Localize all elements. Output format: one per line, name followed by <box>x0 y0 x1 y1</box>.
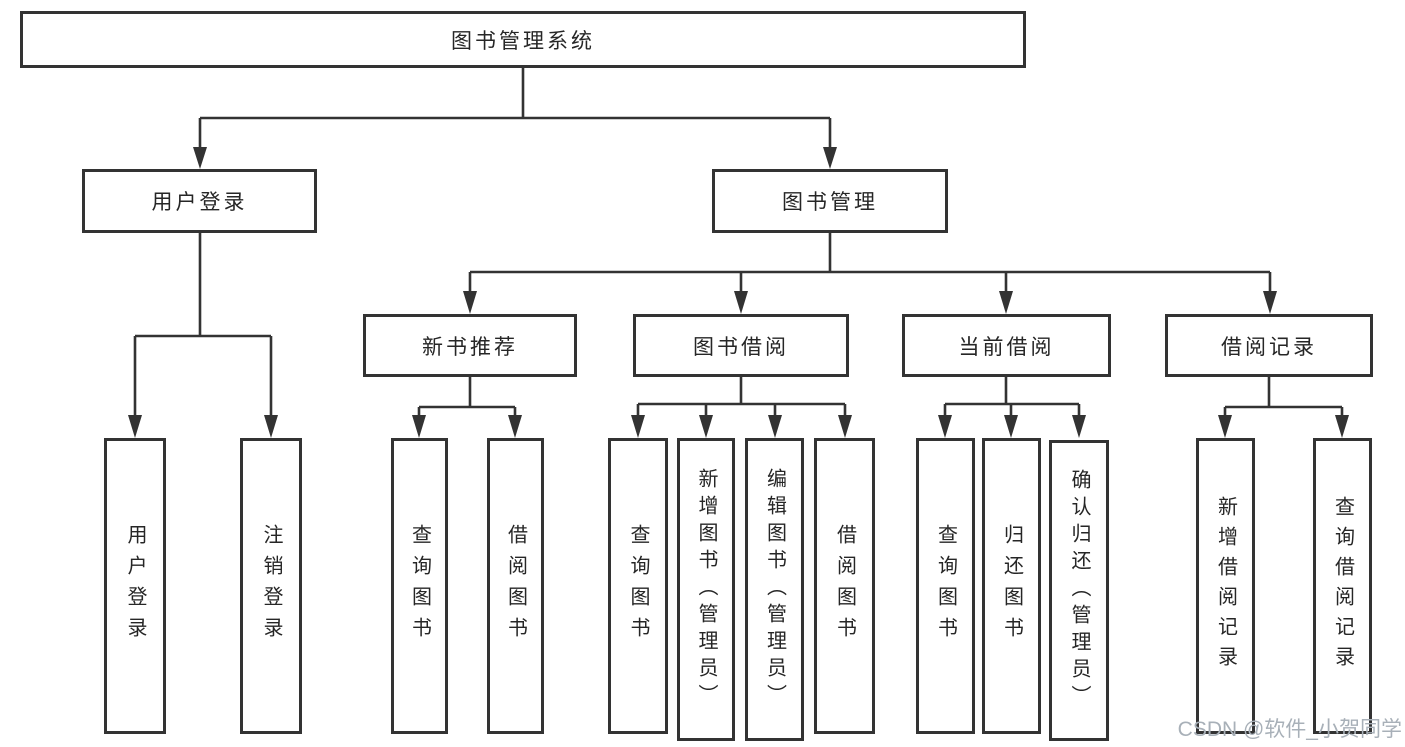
leaf-label: 借阅图书 <box>504 524 527 648</box>
leaf-label: 新增图书（管理员） <box>695 468 717 711</box>
node-label: 图书管理系统 <box>451 29 595 53</box>
node-user-login: 用户登录 <box>82 169 317 233</box>
leaf-query-borrow-record: 查询借阅记录 <box>1313 438 1372 734</box>
leaf-label: 注销登录 <box>260 524 282 648</box>
leaf-edit-books-admin: 编辑图书（管理员） <box>745 438 804 741</box>
node-new-book-recommendation: 新书推荐 <box>363 314 577 377</box>
leaf-logout: 注销登录 <box>240 438 302 734</box>
leaf-return-books: 归还图书 <box>982 438 1041 734</box>
node-label: 新书推荐 <box>422 335 518 359</box>
leaf-confirm-return-admin: 确认归还（管理员） <box>1049 440 1109 741</box>
leaf-query-books-borrowing: 查询图书 <box>608 438 668 734</box>
leaf-user-login: 用户登录 <box>104 438 166 734</box>
leaf-label: 新增借阅记录 <box>1214 496 1237 676</box>
leaf-label: 确认归还（管理员） <box>1068 469 1090 712</box>
node-book-management: 图书管理 <box>712 169 948 233</box>
leaf-add-borrow-record: 新增借阅记录 <box>1196 438 1255 734</box>
node-label: 借阅记录 <box>1221 335 1317 359</box>
leaf-add-books-admin: 新增图书（管理员） <box>677 438 735 741</box>
node-label: 图书借阅 <box>693 335 789 359</box>
node-borrowing-records: 借阅记录 <box>1165 314 1373 377</box>
leaf-label: 查询借阅记录 <box>1331 496 1354 676</box>
csdn-watermark: CSDN @软件_小贺同学 <box>1177 718 1402 741</box>
leaf-query-books-current: 查询图书 <box>916 438 975 734</box>
node-label: 用户登录 <box>151 191 248 214</box>
leaf-query-books-recommend: 查询图书 <box>391 438 448 734</box>
node-current-borrowing: 当前借阅 <box>902 314 1111 377</box>
leaf-label: 编辑图书（管理员） <box>763 468 786 711</box>
leaf-label: 查询图书 <box>934 524 957 648</box>
node-label: 图书管理 <box>782 191 878 214</box>
node-book-borrowing: 图书借阅 <box>633 314 849 377</box>
leaf-borrow-books-recommend: 借阅图书 <box>487 438 544 734</box>
node-label: 当前借阅 <box>958 335 1055 359</box>
node-library-management-system: 图书管理系统 <box>20 11 1026 68</box>
leaf-label: 用户登录 <box>124 524 146 648</box>
leaf-label: 借阅图书 <box>833 524 856 648</box>
leaf-label: 查询图书 <box>627 524 649 648</box>
leaf-borrow-books-borrowing: 借阅图书 <box>814 438 875 734</box>
leaf-label: 归还图书 <box>1000 524 1023 648</box>
leaf-label: 查询图书 <box>408 524 431 648</box>
